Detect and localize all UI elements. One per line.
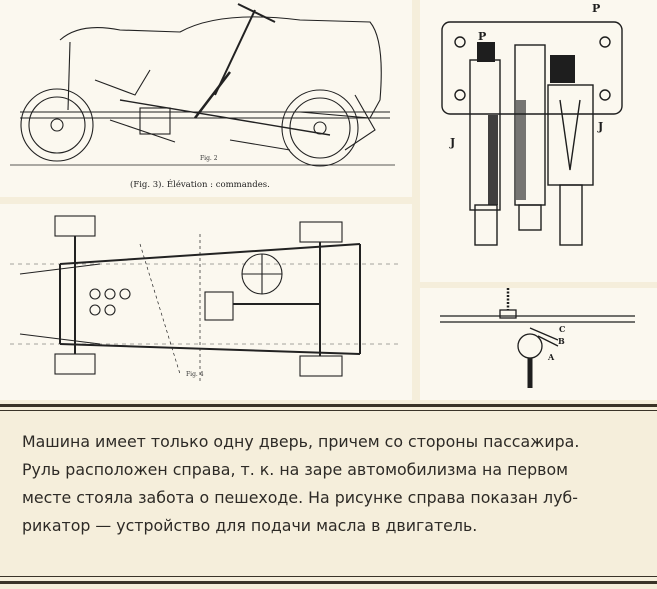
valve-label-a: A [547, 352, 555, 362]
elevation-drawing: Fig. 2 (Fig. 3). Élévation : commandes. [10, 3, 395, 190]
figure-plan: Fig. 4 [0, 204, 412, 400]
lub-label-p-left: P [478, 30, 486, 43]
rule-bottom-thick [0, 581, 657, 584]
caption-line: месте стояла забота о пешеходе. На рисун… [22, 488, 578, 507]
figure-elevation: Fig. 2 (Fig. 3). Élévation : commandes. [0, 0, 412, 197]
caption-text: Машина имеет только одну дверь, причем с… [22, 428, 642, 540]
figure-valve: C B A [420, 288, 657, 400]
caption-line: Руль расположен справа, т. к. на заре ав… [22, 460, 569, 479]
lub-label-j-right: J [597, 120, 603, 133]
elevation-caption: (Fig. 3). Élévation : commandes. [130, 178, 270, 190]
valve-label-b: B [558, 336, 565, 346]
valve-label-c: C [559, 324, 565, 334]
rule-top-thick [0, 404, 657, 407]
caption-line: рикатор — устройство для подачи масла в … [22, 516, 478, 535]
rule-top-thin [0, 410, 657, 411]
lub-label-j-left: J [449, 136, 455, 149]
lubricator-drawing: P P J J [441, 2, 623, 246]
plan-small-label: Fig. 4 [186, 371, 204, 378]
caption-line: Машина имеет только одну дверь, причем с… [22, 432, 580, 451]
plan-drawing: Fig. 4 [10, 215, 400, 384]
lub-label-p-right: P [592, 2, 600, 15]
elevation-small-label: Fig. 2 [200, 155, 218, 162]
valve-drawing: C B A [440, 288, 635, 388]
figure-lubricator: P P J J [420, 0, 657, 282]
rule-bottom-thin [0, 576, 657, 577]
